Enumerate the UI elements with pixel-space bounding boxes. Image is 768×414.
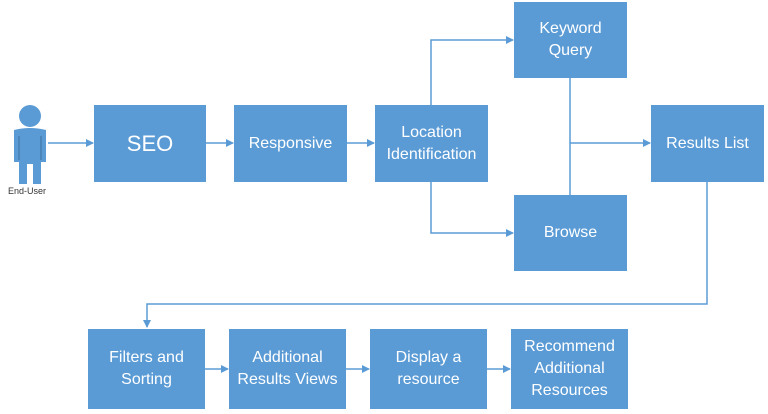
- node-seo-label: SEO: [126, 130, 174, 156]
- node-responsive-label: Responsive: [248, 134, 333, 152]
- node-results-label: Results List: [666, 134, 749, 152]
- node-recommend-resources[interactable]: Recommend Additional Resources: [511, 329, 628, 409]
- node-keyword-label: Keyword Query: [539, 20, 602, 59]
- node-display-resource[interactable]: Display a resource: [370, 329, 487, 409]
- user-icon: [14, 105, 46, 184]
- node-browse-label: Browse: [543, 224, 598, 241]
- node-filters-sorting[interactable]: Filters and Sorting: [88, 329, 205, 409]
- node-responsive[interactable]: Responsive: [234, 105, 347, 182]
- arrow-location-browse: [430, 182, 514, 237]
- node-location-identification[interactable]: Location Identification: [375, 105, 488, 182]
- node-recommend-label: Recommend Additional Resources: [524, 338, 615, 399]
- node-seo[interactable]: SEO: [94, 105, 206, 182]
- node-display-label: Display a resource: [395, 349, 462, 388]
- node-browse[interactable]: Browse: [514, 195, 627, 271]
- node-additional-results-views[interactable]: Additional Results Views: [229, 329, 346, 409]
- end-user-label: End-User: [7, 186, 46, 196]
- arrow-location-keyword: [430, 36, 514, 105]
- node-filters-label: Filters and Sorting: [109, 349, 184, 388]
- node-results-list[interactable]: Results List: [651, 105, 764, 182]
- arrow-results-filters: [143, 182, 708, 328]
- node-additional-label: Additional Results Views: [237, 349, 338, 388]
- node-keyword-query[interactable]: Keyword Query: [514, 2, 627, 78]
- node-location-label: Location Identification: [386, 123, 477, 163]
